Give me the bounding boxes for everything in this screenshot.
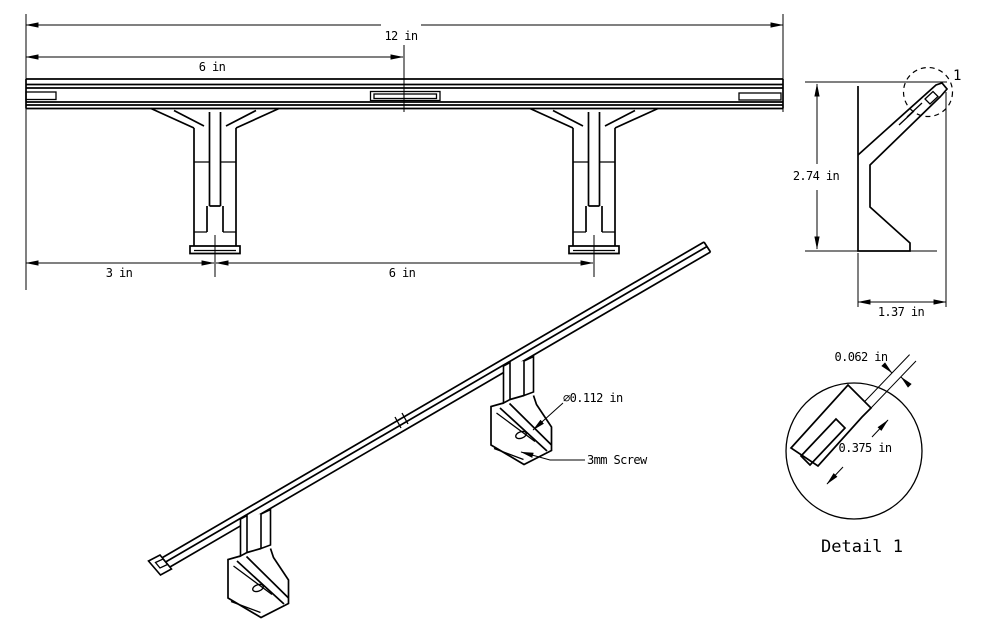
dim-label-bracket-spacing: 6 in [389,266,416,280]
side-view: 1 2.74 in 1.37 in [793,66,962,319]
rail-splice-plate [369,90,441,102]
screw-note-label: 3mm Screw [587,453,648,467]
detail-view: 0.062 in 0.375 in Detail 1 [785,350,923,557]
side-leg-profile [857,82,949,252]
isometric-view: ⌀0.112 in 3mm Screw [147,241,712,619]
detail-title: Detail 1 [821,537,903,557]
hole-leader-line [532,402,564,431]
iso-annotations: ⌀0.112 in 3mm Screw [520,391,649,467]
dim-label-side-height: 2.74 in [793,169,840,183]
dim-label-lip-thickness: 0.062 in [835,350,888,364]
iso-bracket-right [490,355,553,466]
hole-diameter-label: ⌀0.112 in [563,391,623,405]
rail-break-mark [394,412,409,429]
lip-extension-lines [864,354,917,409]
detail-dimensions: 0.062 in 0.375 in [826,350,917,485]
rail-right-slot [738,92,782,101]
front-bracket-left [150,107,280,278]
dim-label-half-length: 6 in [199,60,226,74]
side-dimensions: 2.74 in 1.37 in [793,83,947,319]
detail-rail-tip-section [789,383,873,468]
detail-callout-label: 1 [953,68,961,84]
front-bracket-right [529,107,659,278]
front-view: 12 in 6 in 3 in 6 in [25,14,784,290]
detail-boundary-circle [785,382,923,520]
dim-label-channel-width: 0.375 in [839,441,892,455]
dim-label-overall-length: 12 in [384,29,417,43]
rail-end-cap [147,553,173,577]
detail-callout-circle [902,66,954,118]
dim-label-side-depth: 1.37 in [878,305,925,319]
iso-bracket-left [227,508,290,619]
front-dimensions: 12 in 6 in 3 in 6 in [25,14,784,290]
rail-left-slot [25,91,57,101]
dim-label-left-offset: 3 in [106,266,133,280]
screw-leader-line [520,451,585,461]
iso-rail [147,241,712,577]
